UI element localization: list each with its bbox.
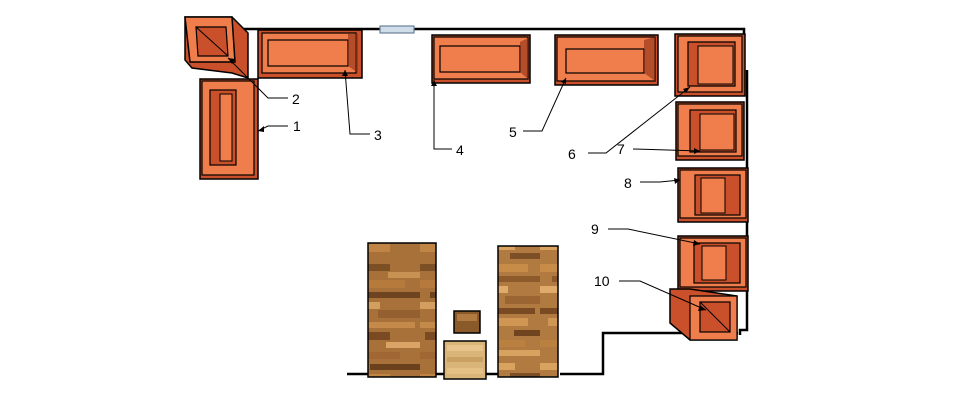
label-2: 2 (292, 91, 300, 107)
leader-lines (227, 57, 707, 311)
leader-line-8 (640, 179, 681, 183)
label-3: 3 (374, 127, 382, 143)
leader-line-7 (632, 148, 701, 152)
leader-line-4 (433, 80, 452, 150)
bottom-right-wall (560, 331, 738, 376)
leader-line-5 (523, 77, 567, 132)
cabinet-10 (669, 288, 738, 341)
cabinet-1 (199, 78, 259, 180)
label-6: 6 (568, 146, 576, 162)
wood-panel-left (367, 242, 437, 378)
cabinet-5 (554, 34, 659, 86)
label-1: 1 (293, 118, 301, 134)
leader-line-10 (619, 280, 707, 311)
label-5: 5 (509, 124, 517, 140)
leader-line-3 (344, 69, 370, 135)
leader-line-9 (608, 228, 701, 245)
cabinet-6 (674, 33, 746, 97)
leader-line-6 (588, 86, 691, 154)
cabinet-7 (675, 101, 745, 161)
label-10: 10 (594, 273, 610, 289)
label-9: 9 (591, 221, 599, 237)
cabinet-8 (677, 167, 749, 223)
wood-light-block (443, 340, 487, 380)
label-8: 8 (624, 175, 632, 191)
label-7: 7 (617, 141, 625, 157)
cabinet-3 (257, 29, 363, 79)
label-4: 4 (456, 142, 464, 158)
arrowheads (228, 58, 706, 311)
cabinet-4 (431, 34, 531, 84)
window-top (379, 25, 415, 34)
leader-line-2 (227, 57, 288, 99)
wood-panel-right (497, 245, 559, 378)
cabinet-9 (677, 235, 749, 292)
wood-small-block (453, 310, 481, 334)
